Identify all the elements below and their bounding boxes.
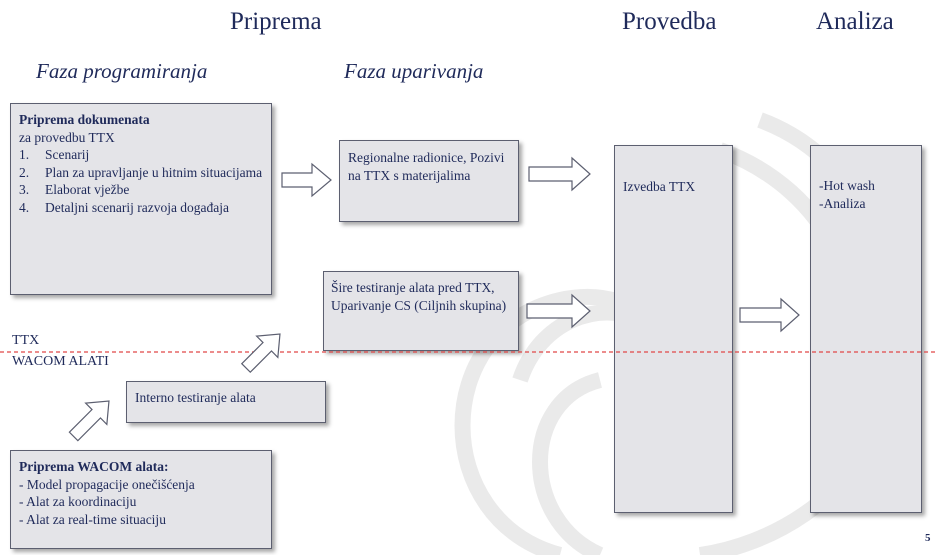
- divider-label-wacom: WACOM ALATI: [12, 354, 109, 369]
- sire-testiranje-box: Šire testiranje alata pred TTX, Uparivan…: [323, 271, 519, 351]
- list-item: 2. Plan za upravljanje u hitnim situacija…: [19, 164, 263, 182]
- list-item: - Model propagacije onečišćenja: [19, 476, 195, 492]
- list-item-text: Plan za upravljanje u hitnim situacijama: [45, 164, 263, 180]
- priprema-dokumenata-subtitle: za provedbu TTX: [19, 129, 115, 145]
- priprema-dokumenata-title: Priprema dokumenata: [19, 112, 150, 127]
- arrow-right-icon: [528, 156, 591, 192]
- sire-testiranje-text: Šire testiranje alata pred TTX, Uparivan…: [331, 280, 507, 313]
- priprema-dokumenata-box: Priprema dokumenata za provedbu TTX 1. Sc…: [10, 103, 272, 295]
- list-item: -Analiza: [819, 195, 866, 211]
- subheading-faza-programiranja: Faza programiranja: [36, 59, 208, 83]
- list-item: - Alat za real-time situaciju: [19, 511, 166, 527]
- analiza-box: -Hot wash -Analiza: [810, 145, 922, 513]
- page-number: 5: [925, 532, 931, 544]
- priprema-wacom-box: Priprema WACOM alata: - Model propagacij…: [10, 450, 272, 549]
- list-item-number: 3.: [19, 182, 30, 197]
- list-item: 3. Elaborat vježbe: [19, 181, 263, 199]
- priprema-wacom-title: Priprema WACOM alata:: [19, 459, 169, 474]
- subheading-faza-uparivanja: Faza uparivanja: [344, 59, 484, 83]
- list-item: 1. Scenarij: [19, 146, 263, 164]
- list-item: -Hot wash: [819, 178, 875, 193]
- arrow-right-icon: [739, 297, 800, 333]
- heading-priprema: Priprema: [230, 8, 322, 35]
- list-item-number: 4.: [19, 199, 30, 215]
- divider-label-ttx: TTX: [12, 333, 40, 348]
- priprema-dokumenata-list: 1. Scenarij 2. Plan za upravljanje u hitni…: [19, 146, 263, 216]
- izvedba-ttx-box: Izvedba TTX: [614, 145, 733, 513]
- list-item-number: 1.: [19, 147, 30, 162]
- regionalne-radionice-text: Regionalne radionice, Pozivi na TTX s ma…: [348, 150, 505, 183]
- interno-testiranje-text: Interno testiranje alata: [135, 390, 256, 405]
- list-item-text: Detaljni scenarij razvoja događaja: [45, 199, 230, 215]
- interno-testiranje-box: Interno testiranje alata: [126, 381, 326, 423]
- list-item-text: Elaborat vježbe: [45, 182, 130, 197]
- heading-analiza: Analiza: [816, 8, 894, 35]
- list-item: 4. Detaljni scenarij razvoja događaja: [19, 199, 263, 217]
- list-item-number: 2.: [19, 164, 30, 180]
- arrow-right-icon: [281, 162, 332, 198]
- arrow-diagonal-icon: [68, 400, 110, 442]
- regionalne-radionice-box: Regionalne radionice, Pozivi na TTX s ma…: [339, 140, 519, 222]
- list-item: - Alat za koordinaciju: [19, 494, 137, 509]
- arrow-diagonal-icon: [240, 333, 281, 374]
- izvedba-ttx-text: Izvedba TTX: [623, 179, 696, 194]
- list-item-text: Scenarij: [45, 147, 90, 162]
- heading-provedba: Provedba: [622, 8, 717, 35]
- arrow-right-icon: [526, 293, 591, 329]
